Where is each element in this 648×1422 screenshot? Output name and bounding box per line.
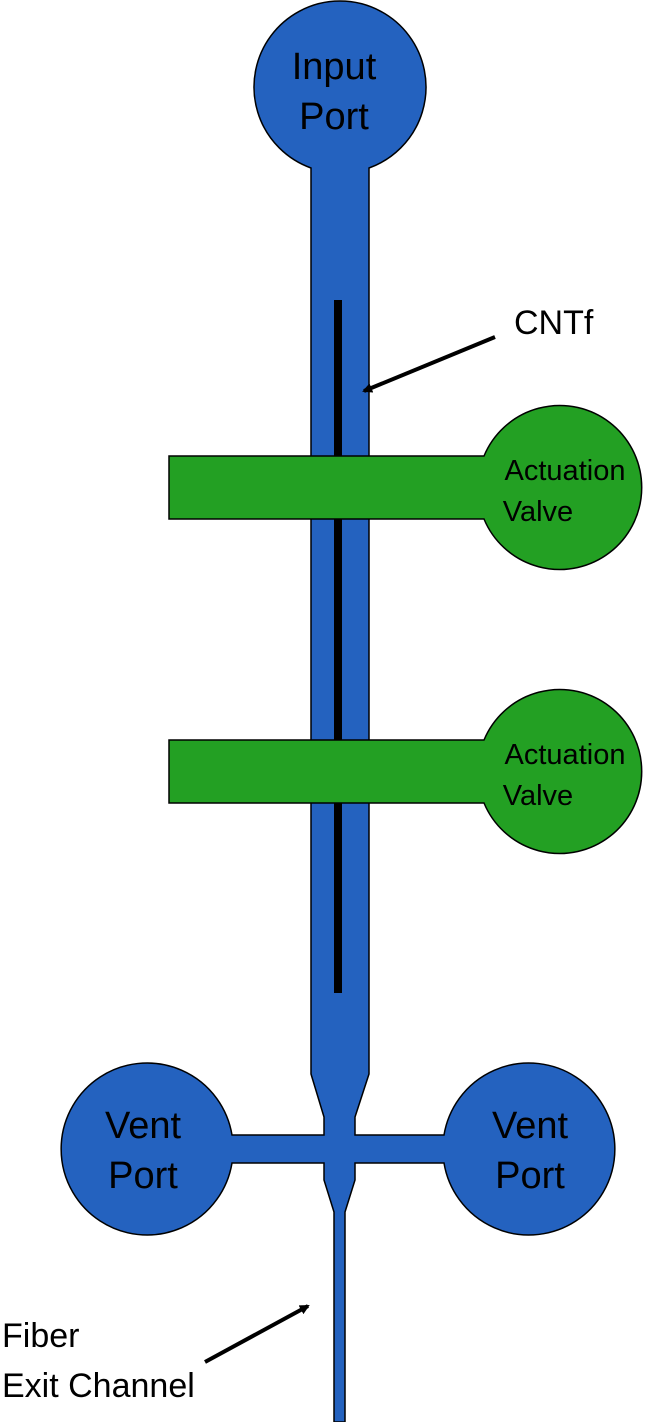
actuation-valve-top: Actuation Valve — [168, 404, 643, 571]
valve-bottom-label-line2: Valve — [503, 780, 573, 812]
fiber-exit-arrow — [204, 1304, 310, 1364]
input-port: Input Port — [292, 46, 377, 138]
fiber-exit-label-line2: Exit Channel — [2, 1367, 195, 1405]
valve-top-label-line2: Valve — [503, 496, 573, 528]
vent-right-label-line2: Port — [495, 1155, 565, 1197]
vent-left-label-line2: Port — [108, 1155, 178, 1197]
input-port-label-line2: Port — [299, 96, 369, 138]
fiber-exit-callout: Fiber Exit Channel — [2, 1304, 310, 1405]
fiber-exit-label-line1: Fiber — [2, 1317, 79, 1355]
vent-left-label-line1: Vent — [105, 1105, 182, 1147]
vent-port-right: Vent Port — [492, 1105, 569, 1197]
vent-port-left: Vent Port — [105, 1105, 182, 1197]
cntf-callout: CNTf — [362, 304, 594, 393]
cntf-label: CNTf — [514, 304, 594, 342]
valve-top-shape — [168, 404, 643, 571]
actuation-valve-bottom: Actuation Valve — [168, 688, 643, 855]
valve-top-label-line1: Actuation — [505, 455, 626, 487]
vent-right-label-line1: Vent — [492, 1105, 569, 1147]
valve-bottom-shape — [168, 688, 643, 855]
cntf-arrow — [362, 335, 496, 393]
input-port-label-line1: Input — [292, 46, 377, 88]
valve-bottom-label-line1: Actuation — [505, 739, 626, 771]
